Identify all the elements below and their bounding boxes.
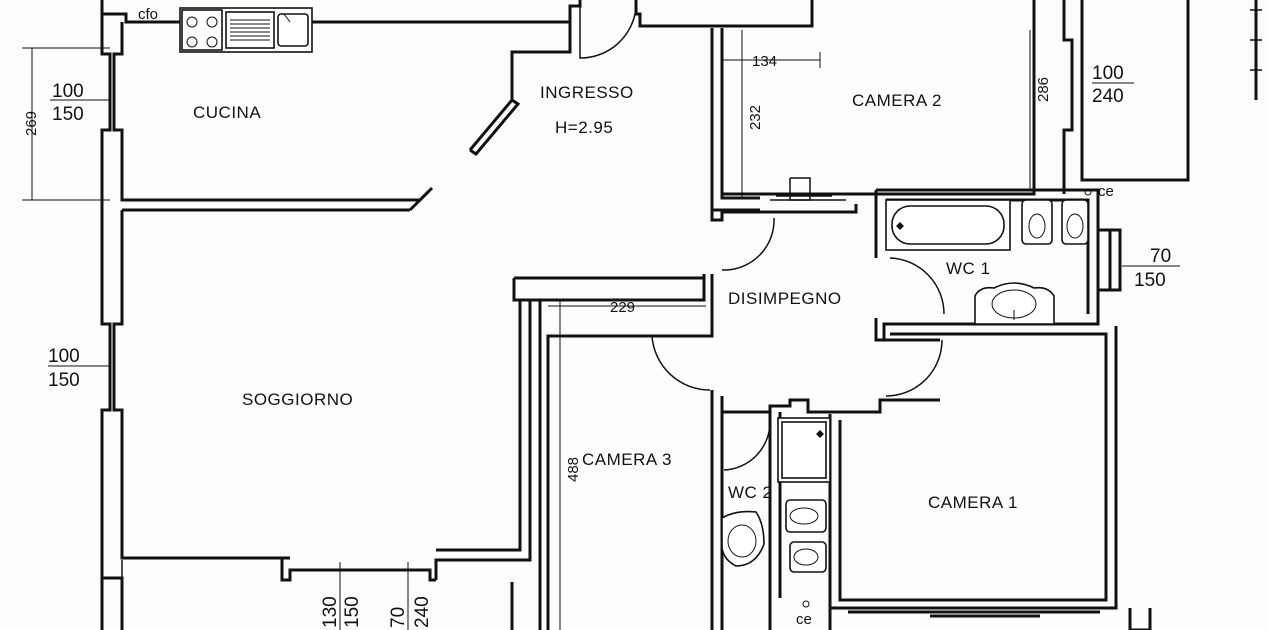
window-bottom-a-height: 150 [342,596,363,628]
ce-wc1-icon [1084,188,1092,196]
dim-camera2-depth: 286 [1035,77,1052,102]
room-label-wc2: WC 2 [728,483,773,502]
window-bottom-b-height: 240 [412,596,433,628]
dishwasher-icon [225,11,275,49]
room-label-camera2: CAMERA 2 [852,91,942,110]
room-label-camera1: CAMERA 1 [928,493,1018,512]
window-wc1-height: 150 [1134,270,1166,291]
window-soggiorno-height: 150 [48,370,80,391]
window-bottom-b-width: 70 [388,607,409,628]
room-label-ingresso: INGRESSO [540,83,634,102]
dimension-lines [22,30,1180,630]
ce-wc1-label: ce [1098,183,1114,200]
room-labels: CUCINA INGRESSO H=2.95 CAMERA 2 WC 1 DIS… [193,83,1018,512]
bathtub-icon [885,199,1011,251]
walls [100,0,1262,630]
window-bottom-a-width: 130 [320,596,341,628]
washbasin-wc2-icon [721,510,765,567]
window-wc1-width: 70 [1150,246,1171,267]
room-label-ingresso-height: H=2.95 [555,118,613,137]
dim-camera2-width: 134 [752,53,777,70]
window-kitchen-width: 100 [52,81,84,102]
ce-wc2-icon [802,600,810,608]
dim-ingresso-depth: 232 [747,105,764,130]
window-camera2-width: 100 [1092,63,1124,84]
window-kitchen-height: 150 [52,104,84,125]
stove-icon [181,9,223,51]
window-soggiorno-width: 100 [48,346,80,367]
toilet-wc2-icon [785,499,827,533]
shower-icon [777,417,831,483]
cfo-label: cfo [138,6,158,23]
dimension-labels: 269 134 232 286 229 488 [23,53,1052,482]
toilet-icon [1061,199,1089,245]
room-label-cucina: CUCINA [193,103,261,122]
room-label-camera3: CAMERA 3 [582,450,672,469]
window-sizes: 100 150 100 150 100 240 70 150 130 150 7… [48,63,1171,628]
window-camera2-height: 240 [1092,86,1124,107]
dim-camera3-depth: 488 [565,457,582,482]
door-swings [579,6,945,471]
kitchen-sink-icon [277,13,309,47]
room-label-wc1: WC 1 [946,259,991,278]
room-label-soggiorno: SOGGIORNO [242,390,353,409]
dim-camera3-width: 229 [610,299,635,316]
fixtures [179,7,1092,608]
bidet-icon [1021,199,1053,245]
small-labels: cfo ce ce [138,6,1114,628]
room-label-disimpegno: DISIMPEGNO [728,289,842,308]
ce-wc2-label: ce [796,611,812,628]
dim-kitchen-height: 269 [23,111,40,136]
bidet-wc2-icon [789,541,827,573]
washbasin-icon [974,282,1055,325]
